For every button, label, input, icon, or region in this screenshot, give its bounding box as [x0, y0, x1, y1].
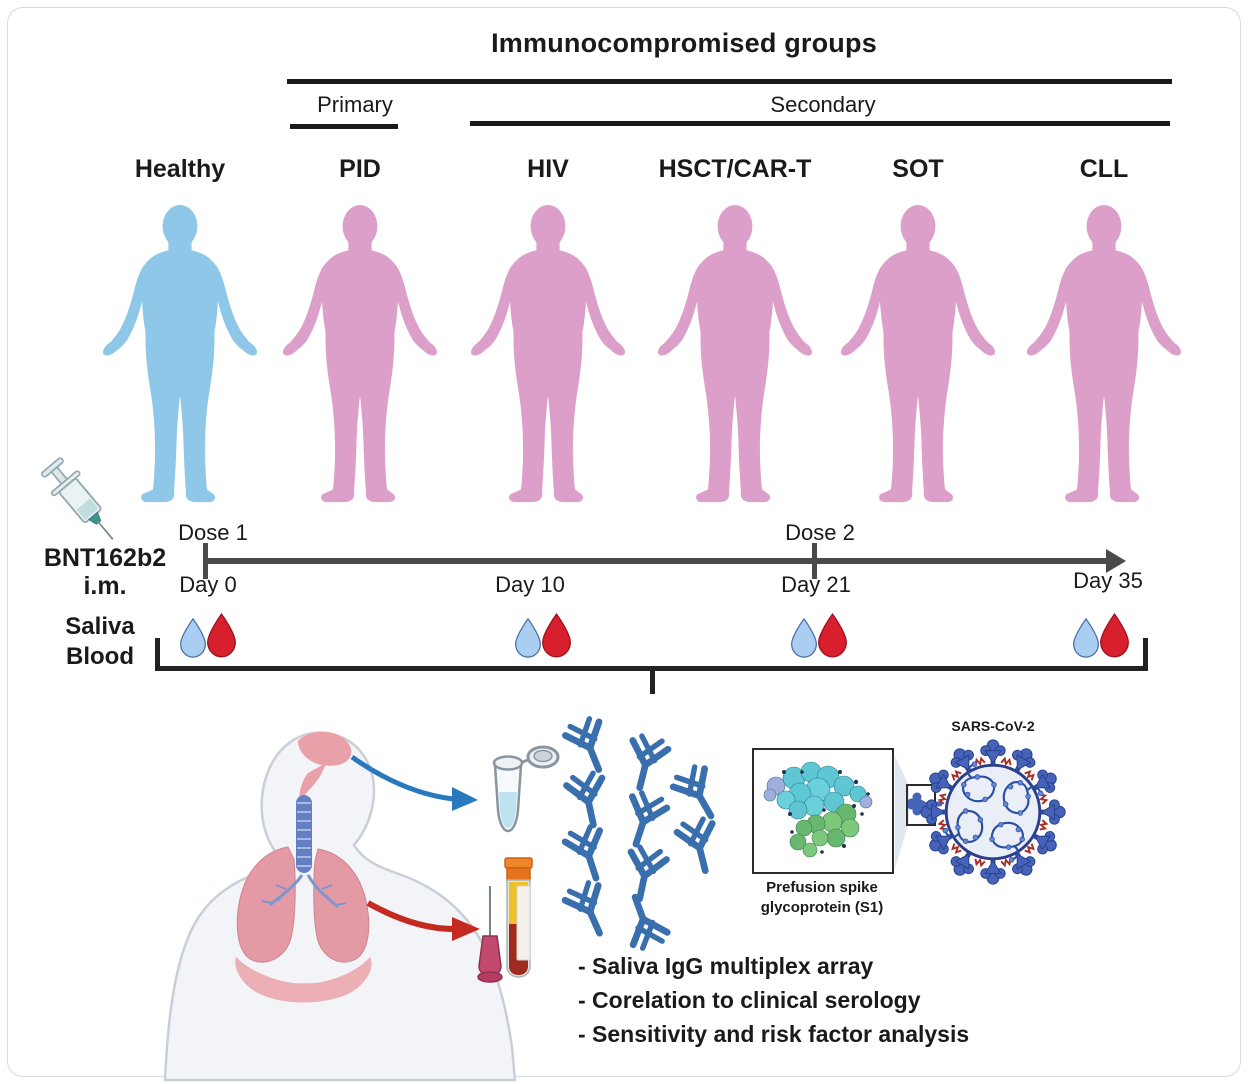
immunocompromised-rule [287, 79, 1172, 84]
nasal-cavity [298, 731, 352, 766]
group-label-healthy: Healthy [134, 155, 226, 183]
bronchi [261, 874, 347, 909]
person-figure-hsct-cart [655, 204, 815, 503]
figure-border [7, 7, 1241, 1077]
vaccine-name-label: BNT162b2 [43, 544, 167, 572]
group-label-sot: SOT [892, 155, 944, 183]
primary-category-label: Primary [317, 92, 393, 117]
sars-cov-2-virion-icon [920, 739, 1066, 885]
group-label-hiv: HIV [527, 155, 569, 183]
person-figure-sot [838, 204, 998, 503]
dose2-tick [812, 543, 817, 579]
diaphragm [235, 957, 372, 1003]
saliva-drop-icon [515, 618, 541, 658]
spike-box-caption-line1: Prefusion spike [766, 879, 878, 896]
spike-protein-box [752, 748, 894, 874]
person-figure-hiv [468, 204, 628, 503]
dose1-tick [203, 543, 208, 579]
primary-rule [290, 124, 398, 129]
person-figure-cll [1024, 204, 1184, 503]
saliva-tube-icon [492, 745, 560, 833]
saliva-drop-icon [791, 618, 817, 658]
sampling-bracket-stem [650, 666, 655, 694]
left-lung [236, 846, 296, 963]
day0-label: Day 0 [179, 572, 237, 597]
spike-protein-molecule [763, 761, 873, 858]
group-label-cll: CLL [1079, 155, 1129, 183]
blood-drop-icon [818, 613, 847, 658]
blood-drop-icon [207, 613, 236, 658]
bullet-saliva-igg: - Saliva IgG multiplex array [578, 953, 874, 979]
figure-title: Immunocompromised groups [491, 28, 877, 58]
syringe-icon [41, 457, 114, 540]
blood-drop-icon [542, 613, 571, 658]
right-lung [313, 848, 370, 963]
secondary-rule [470, 121, 1170, 126]
virus-label: SARS-CoV-2 [951, 718, 1035, 734]
dose1-label: Dose 1 [178, 520, 248, 545]
blood-sample-label: Blood [66, 643, 134, 670]
blood-drop-icon [1100, 613, 1129, 658]
day35-label: Day 35 [1073, 568, 1143, 593]
bullet-correlation: - Corelation to clinical serology [578, 987, 921, 1013]
trachea-rings [297, 802, 311, 867]
needle-hub [478, 935, 502, 977]
blood-tube-cap [504, 857, 533, 869]
blood-tube-and-needle-icon [477, 857, 533, 983]
group-label-pid: PID [339, 155, 381, 183]
saliva-drop-icon [180, 618, 206, 658]
spike-box-caption-line2: glycoprotein (S1) [760, 899, 884, 916]
sampling-bracket-right-end [1143, 638, 1148, 671]
person-figure-pid [280, 204, 440, 503]
analysis-bullet-list: - Saliva IgG multiplex array - Corelatio… [578, 949, 969, 1051]
trachea [296, 795, 312, 873]
timeline-arrowhead-icon [1106, 549, 1126, 573]
virus-envelope [944, 763, 1042, 861]
day21-label: Day 21 [781, 572, 851, 597]
group-label-hsct-cart: HSCT/CAR-T [658, 155, 812, 183]
pharynx [299, 763, 326, 801]
saliva-drop-icon [1073, 618, 1099, 658]
saliva-sample-label: Saliva [65, 613, 135, 640]
bullet-sensitivity: - Sensitivity and risk factor analysis [578, 1021, 970, 1047]
timeline-axis [205, 558, 1110, 564]
secondary-category-label: Secondary [770, 92, 876, 117]
dose2-label: Dose 2 [785, 520, 855, 545]
day10-label: Day 10 [495, 572, 565, 597]
vaccine-route-label: i.m. [83, 572, 127, 600]
respiratory-torso-illustration [163, 731, 517, 1082]
sampling-bracket-left-end [155, 638, 160, 671]
